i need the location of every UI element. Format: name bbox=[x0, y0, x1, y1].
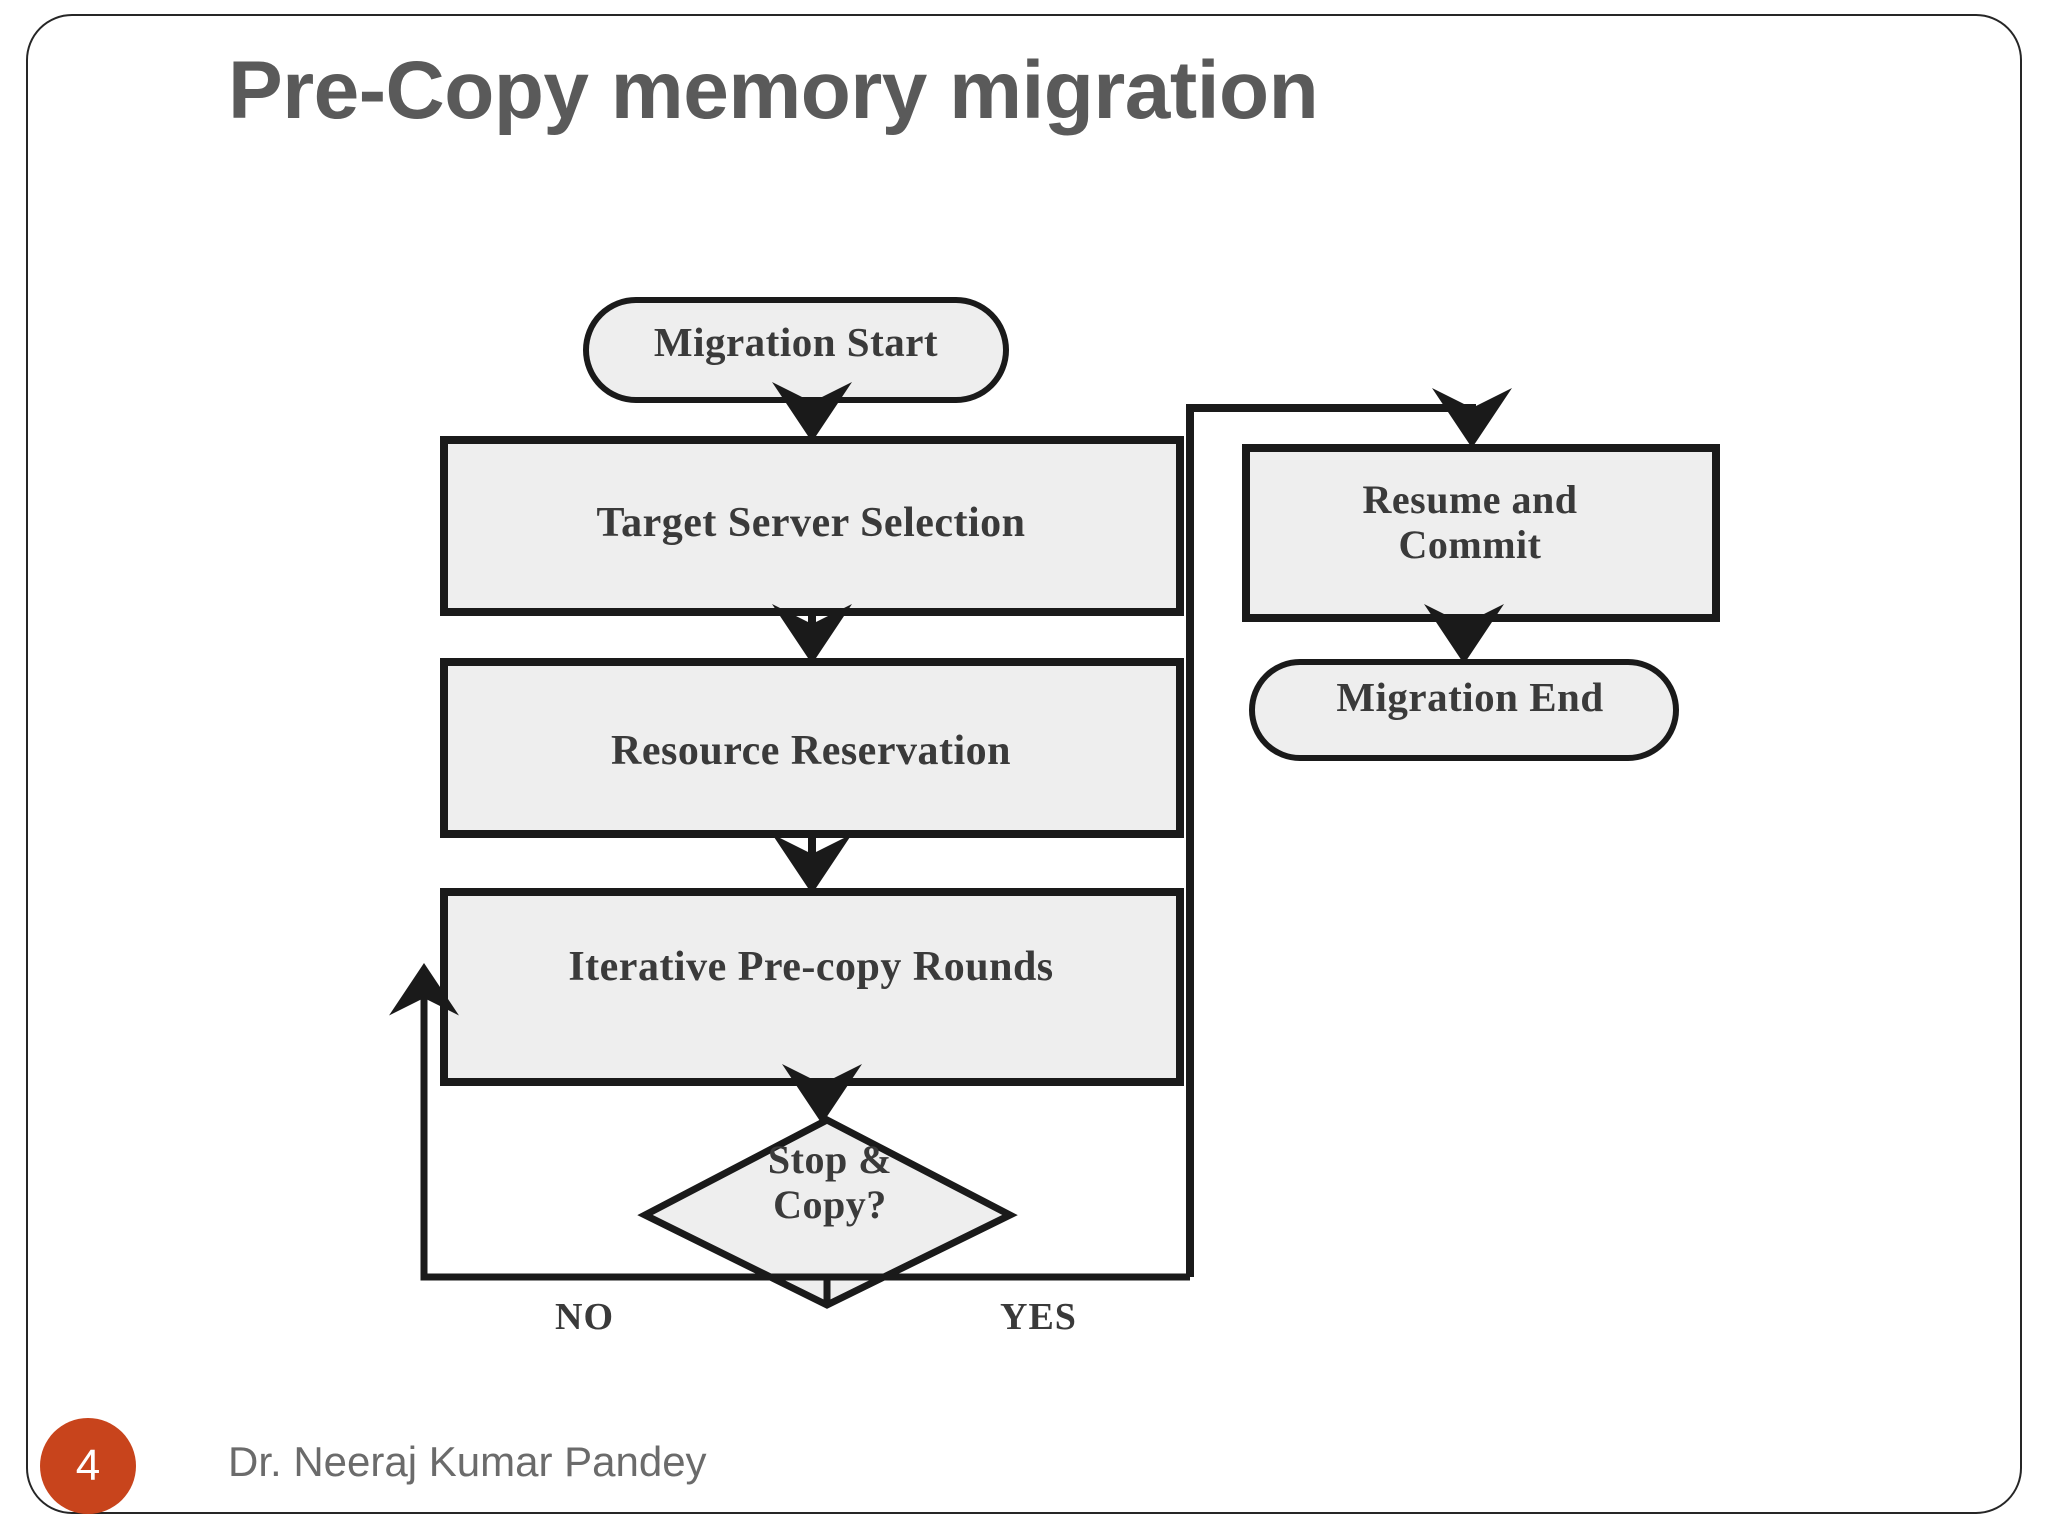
edge-label-no: NO bbox=[555, 1296, 614, 1338]
edge-label-yes: YES bbox=[1000, 1296, 1077, 1338]
author-name: Dr. Neeraj Kumar Pandey bbox=[228, 1438, 707, 1485]
slide-number-badge: 4 bbox=[40, 1418, 136, 1514]
node-label-migration-end: Migration End bbox=[1336, 674, 1604, 720]
slide-border-frame bbox=[26, 14, 2022, 1514]
page-title: Pre-Copy memory migration bbox=[228, 45, 1319, 136]
node-label-resource-reservation: Resource Reservation bbox=[611, 728, 1011, 774]
node-label-migration-start: Migration Start bbox=[653, 319, 939, 365]
node-label-resume-and-commit: Resume and Commit bbox=[1362, 477, 1578, 567]
node-label-stop-and-copy: Stop & Copy? bbox=[767, 1137, 893, 1227]
node-label-iterative-precopy-rounds: Iterative Pre-copy Rounds bbox=[568, 944, 1054, 990]
node-label-target-server-selection: Target Server Selection bbox=[596, 500, 1026, 546]
